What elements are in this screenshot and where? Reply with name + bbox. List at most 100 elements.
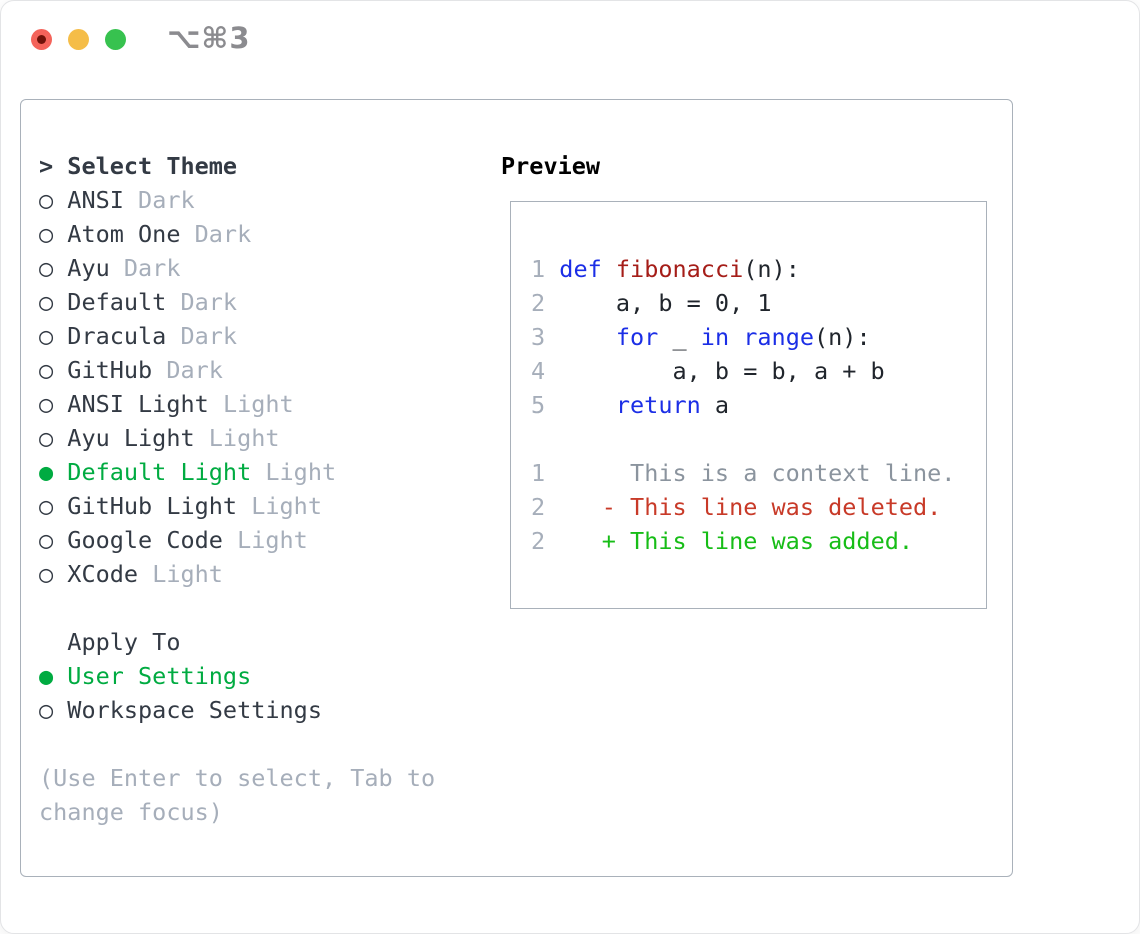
theme-name: Atom One bbox=[67, 220, 195, 248]
theme-variant: Light bbox=[237, 526, 308, 554]
spacer-row bbox=[531, 422, 955, 456]
theme-option-default[interactable]: ○ Default Dark bbox=[39, 285, 435, 319]
theme-option-ansi-light[interactable]: ○ ANSI Light Light bbox=[39, 387, 435, 421]
radio-selected-icon: ● bbox=[39, 662, 68, 690]
hint-text: (Use Enter to select, Tab to bbox=[39, 761, 435, 795]
radio-unselected-icon: ○ bbox=[39, 390, 68, 418]
code-token-plain: (n): bbox=[814, 323, 871, 351]
diff-text-added: + This line was added. bbox=[601, 527, 914, 555]
select-theme-header: > Select Theme bbox=[39, 149, 435, 183]
theme-name: Google Code bbox=[67, 526, 238, 554]
radio-unselected-icon: ○ bbox=[39, 254, 68, 282]
hint-line: change focus) bbox=[39, 798, 223, 826]
theme-name: Dracula bbox=[67, 322, 181, 350]
apply-option-label: Workspace Settings bbox=[67, 696, 322, 724]
theme-option-atom-one[interactable]: ○ Atom One Dark bbox=[39, 217, 435, 251]
preview-box bbox=[510, 201, 987, 609]
theme-variant: Light bbox=[208, 424, 280, 452]
theme-option-xcode[interactable]: ○ XCode Light bbox=[39, 557, 435, 591]
theme-option-dracula[interactable]: ○ Dracula Dark bbox=[39, 319, 435, 353]
code-token-keyword: def bbox=[559, 255, 602, 283]
code-token-plain: (n): bbox=[743, 255, 800, 283]
spacer-row bbox=[39, 591, 435, 625]
theme-selector: > Select Theme○ ANSI Dark○ Atom One Dark… bbox=[39, 149, 435, 829]
theme-option-github-light[interactable]: ○ GitHub Light Light bbox=[39, 489, 435, 523]
line-number: 5 bbox=[531, 391, 560, 419]
code-line: 3 for _ in range(n): bbox=[531, 320, 955, 354]
theme-option-google-code[interactable]: ○ Google Code Light bbox=[39, 523, 435, 557]
theme-variant: Dark bbox=[123, 254, 181, 282]
code-line: 4 a, b = b, a + b bbox=[531, 354, 955, 388]
line-number: 2 bbox=[531, 527, 602, 555]
radio-unselected-icon: ○ bbox=[39, 186, 68, 214]
theme-variant: Dark bbox=[166, 356, 223, 384]
line-number: 2 bbox=[531, 493, 602, 521]
theme-name: GitHub Light bbox=[67, 492, 252, 520]
radio-unselected-icon: ○ bbox=[39, 322, 68, 350]
theme-variant: Dark bbox=[138, 186, 195, 214]
hint-line: (Use Enter to select, Tab to bbox=[39, 764, 436, 792]
radio-unselected-icon: ○ bbox=[39, 220, 68, 248]
theme-option-ansi[interactable]: ○ ANSI Dark bbox=[39, 183, 435, 217]
theme-variant: Light bbox=[222, 390, 294, 418]
theme-name: Default bbox=[67, 288, 181, 316]
preview-title: Preview bbox=[501, 152, 601, 180]
line-number: 2 bbox=[531, 289, 560, 317]
theme-option-ayu-light[interactable]: ○ Ayu Light Light bbox=[39, 421, 435, 455]
apply-to-header: Apply To bbox=[39, 625, 435, 659]
line-number: 1 bbox=[531, 255, 560, 283]
theme-variant: Dark bbox=[180, 288, 238, 316]
theme-name: ANSI Light bbox=[67, 390, 223, 418]
list-cursor-icon: > bbox=[39, 152, 68, 180]
select-theme-title: Select Theme bbox=[67, 152, 238, 180]
theme-name: Default Light bbox=[67, 458, 266, 486]
theme-name: Ayu Light bbox=[67, 424, 209, 452]
zoom-button[interactable] bbox=[105, 29, 126, 50]
diff-line-context: 1 This is a context line. bbox=[531, 456, 955, 490]
radio-unselected-icon: ○ bbox=[39, 696, 68, 724]
radio-selected-icon: ● bbox=[39, 458, 68, 486]
apply-option-user-settings[interactable]: ● User Settings bbox=[39, 659, 435, 693]
theme-option-github[interactable]: ○ GitHub Dark bbox=[39, 353, 435, 387]
spacer-row bbox=[39, 727, 435, 761]
code-token-plain: _ bbox=[658, 323, 701, 351]
close-button[interactable] bbox=[31, 29, 52, 50]
radio-unselected-icon: ○ bbox=[39, 356, 68, 384]
unsaved-changes-dot-icon bbox=[37, 35, 46, 44]
theme-variant: Light bbox=[265, 458, 337, 486]
diff-line-added: 2 + This line was added. bbox=[531, 524, 955, 558]
code-token-plain: a, b = 0, 1 bbox=[559, 289, 772, 317]
theme-name: XCode bbox=[67, 560, 153, 588]
code-line: 5 return a bbox=[531, 388, 955, 422]
radio-unselected-icon: ○ bbox=[39, 288, 68, 316]
theme-variant: Dark bbox=[194, 220, 252, 248]
diff-text-context: This is a context line. bbox=[601, 459, 956, 487]
code-token-plain bbox=[602, 255, 616, 283]
code-token-keyword: range bbox=[743, 323, 814, 351]
radio-unselected-icon: ○ bbox=[39, 560, 68, 588]
apply-to-title: Apply To bbox=[39, 628, 181, 656]
apply-option-workspace-settings[interactable]: ○ Workspace Settings bbox=[39, 693, 435, 727]
apply-option-label: User Settings bbox=[67, 662, 252, 690]
code-token-plain bbox=[559, 391, 616, 419]
radio-unselected-icon: ○ bbox=[39, 526, 68, 554]
code-token-keyword: return bbox=[615, 391, 701, 419]
line-number: 3 bbox=[531, 323, 560, 351]
theme-name: GitHub bbox=[67, 356, 167, 384]
theme-option-ayu[interactable]: ○ Ayu Dark bbox=[39, 251, 435, 285]
theme-name: Ayu bbox=[67, 254, 124, 282]
radio-unselected-icon: ○ bbox=[39, 424, 68, 452]
code-token-plain bbox=[559, 323, 616, 351]
code-token-function: fibonacci bbox=[615, 255, 744, 283]
theme-option-default-light[interactable]: ● Default Light Light bbox=[39, 455, 435, 489]
radio-unselected-icon: ○ bbox=[39, 492, 68, 520]
code-token-plain bbox=[729, 323, 743, 351]
theme-variant: Dark bbox=[180, 322, 238, 350]
diff-text-deleted: - This line was deleted. bbox=[601, 493, 942, 521]
theme-name: ANSI bbox=[67, 186, 139, 214]
keyboard-shortcut-label: ⌥⌘3 bbox=[167, 21, 251, 55]
minimize-button[interactable] bbox=[68, 29, 89, 50]
code-token-plain: a bbox=[700, 391, 730, 419]
